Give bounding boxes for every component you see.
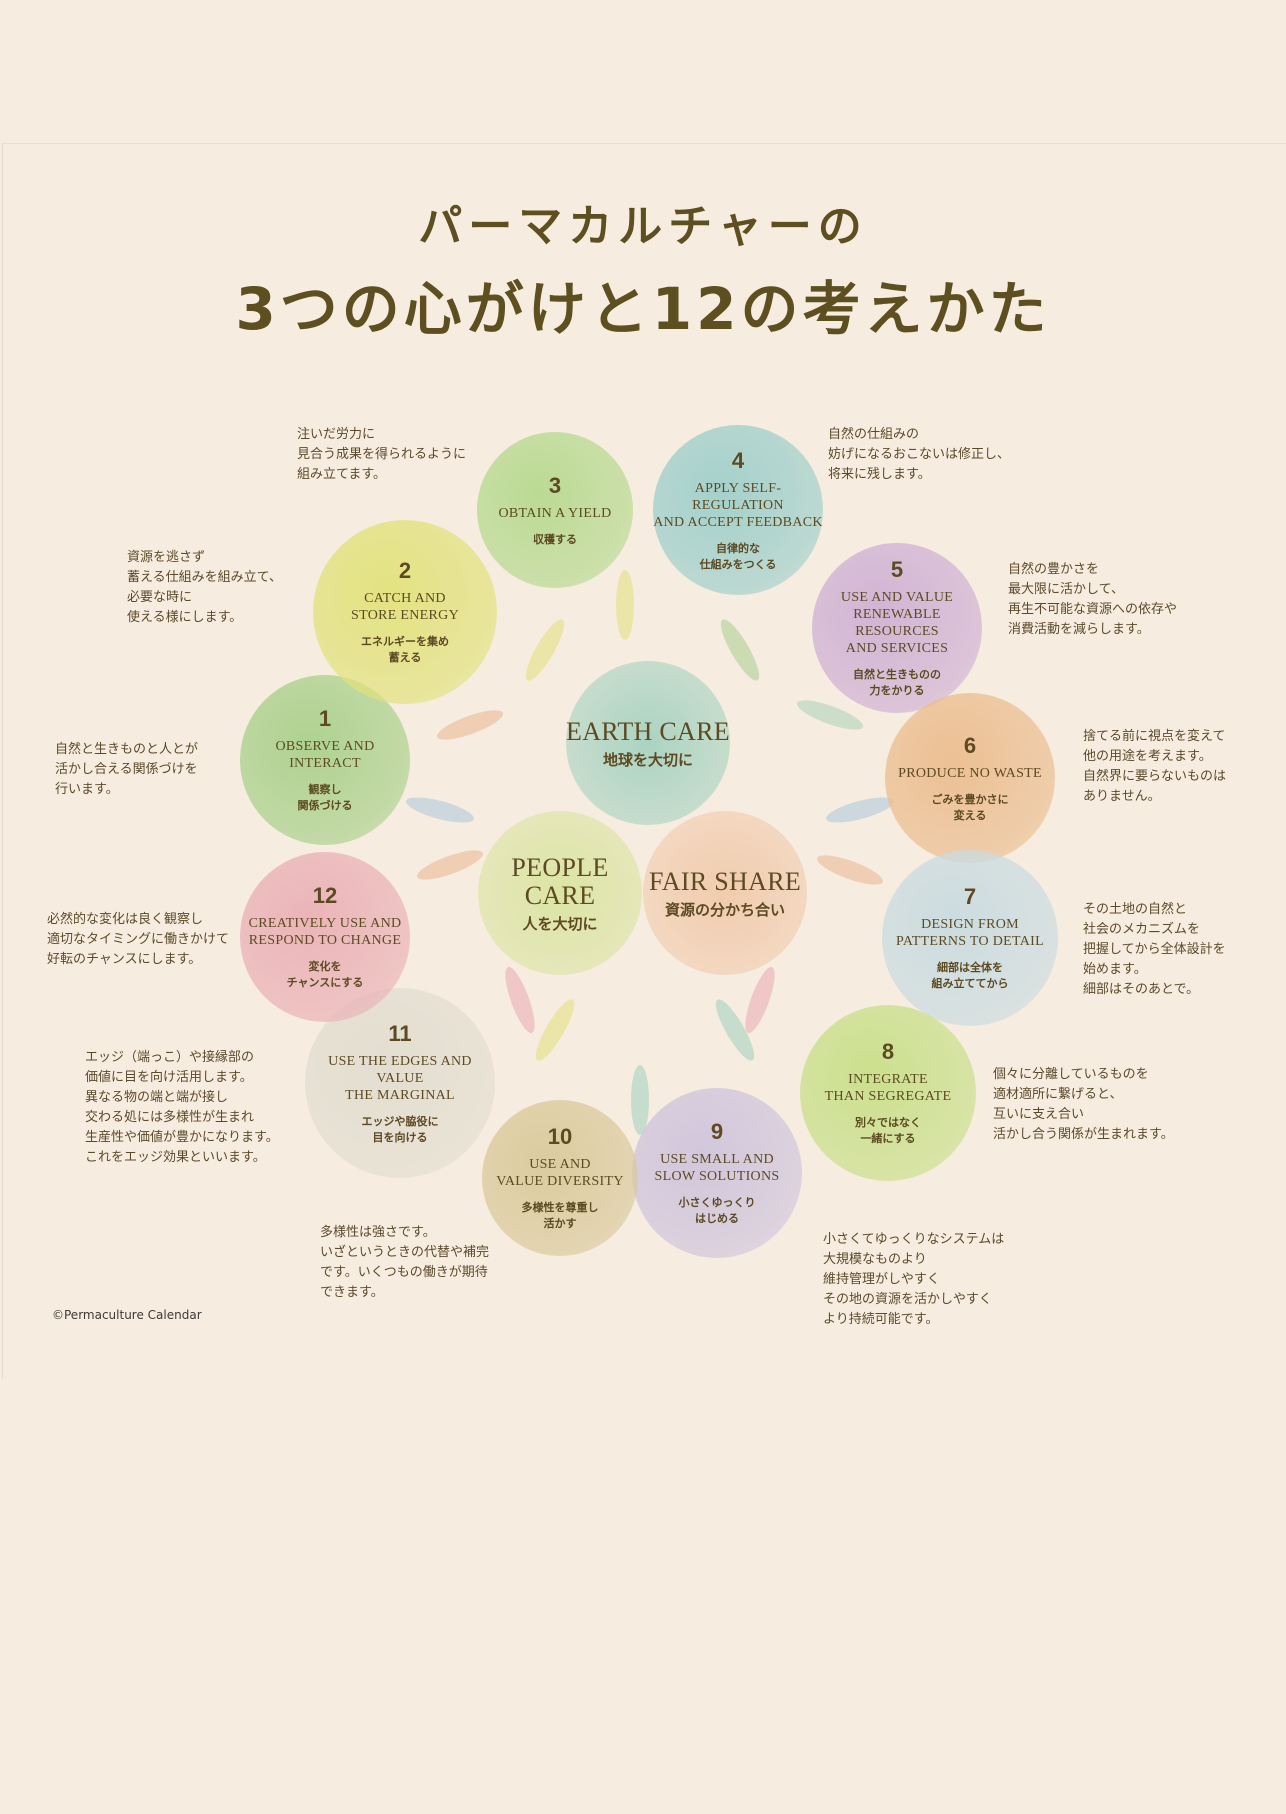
principle-description-5: 自然の豊かさを 最大限に活かして、 再生不可能な資源への依存や 消費活動を減らし… (1008, 562, 1178, 637)
principle-description-6: 捨てる前に視点を変えて 他の用途を考えます。 自然界に要らないものは ありません… (1083, 729, 1227, 804)
principle-3: 3Obtain a yield 収穫する (477, 432, 633, 588)
principle-subtitle: ごみを豊かさに 変える (931, 792, 1009, 822)
ethic-fair: Fair Share 資源の分かち合い (643, 811, 807, 975)
principle-subtitle: 自律的な 仕組みをつくる (699, 541, 777, 571)
principle-title: Produce No Waste (898, 765, 1042, 781)
principle-subtitle: 自然と生きものの 力をかりる (853, 668, 941, 697)
principle-subtitle: エッジや脇役に 目を向ける (361, 1114, 439, 1144)
title-line-1: パーマカルチャーの (418, 201, 868, 252)
principle-7: 7Design From Patterns to Detail 細部は全体を 組み… (882, 850, 1058, 1026)
principle-title: Use and Value Diversity (496, 1157, 624, 1189)
principle-description-10: 多様性は強さです。 いざというときの代替や補完 です。いくつもの働きが期待 でき… (320, 1225, 490, 1300)
principle-number: 9 (710, 1119, 724, 1144)
principle-number: 8 (881, 1039, 895, 1064)
principle-title: Catch and Store Energy (351, 591, 459, 623)
principle-subtitle: 変化を チャンスにする (286, 960, 364, 989)
principle-title: Integrate Than Segregate (824, 1072, 952, 1104)
poster-frame (2, 143, 1286, 1379)
principle-description-11: エッジ（端っこ）や接縁部の 価値に目を向け活用します。 異なる物の端と端が接し … (85, 1050, 279, 1165)
principle-title: Use and Value Renewable Resources and Se… (840, 590, 954, 656)
ethic-earth: Earth Care 地球を大切に (566, 661, 730, 825)
principle-number: 5 (890, 557, 904, 582)
principle-subtitle: 多様性を尊重し 活かす (521, 1201, 599, 1230)
principle-10: 10Use and Value Diversity 多様性を尊重し 活かす (482, 1100, 638, 1256)
principle-8: 8Integrate Than Segregate 別々ではなく 一緒にする (800, 1005, 976, 1181)
principle-description-2: 資源を逃さず 蓄える仕組みを組み立て、 必要な時に 使える様にします。 (127, 550, 282, 625)
principle-number: 1 (318, 706, 332, 731)
principle-4: 4Apply Self-Regulation and Accept Feedba… (653, 425, 823, 595)
principle-9: 9Use Small and Slow Solutions 小さくゆっくり はじめ… (632, 1088, 802, 1258)
ethic-subtitle: 人を大切に (522, 915, 598, 933)
principle-description-4: 自然の仕組みの 妨げになるおこないは修正し、 将来に残します。 (828, 427, 1011, 482)
principle-description-1: 自然と生きものと人とが 活かし合える関係づけを 行います。 (55, 742, 199, 797)
principle-title: Use Small and Slow Solutions (654, 1152, 780, 1184)
principle-12: 12Creatively Use and Respond to Change 変化… (240, 852, 410, 1022)
principle-title: Design From Patterns to Detail (896, 917, 1044, 949)
principle-title: Obtain a yield (498, 505, 612, 521)
principle-number: 7 (963, 884, 977, 909)
ethic-people: People Care 人を大切に (478, 811, 642, 975)
principle-description-7: その土地の自然と 社会のメカニズムを 把握してから全体設計を 始めます。 細部は… (1083, 902, 1226, 997)
principle-5: 5Use and Value Renewable Resources and S… (812, 543, 982, 713)
principle-title: Creatively Use and Respond to Change (248, 916, 402, 948)
principle-subtitle: エネルギーを集め 蓄える (361, 635, 449, 664)
principle-number: 2 (398, 558, 412, 583)
principle-2: 2Catch and Store Energy エネルギーを集め 蓄える (313, 520, 497, 704)
principle-title: Observe and Interact (275, 739, 375, 771)
principle-subtitle: 収穫する (533, 532, 577, 546)
principle-number: 12 (312, 883, 338, 908)
principle-6: 6Produce No Waste ごみを豊かさに 変える (885, 693, 1055, 863)
principle-subtitle: 細部は全体を 組み立ててから (931, 961, 1009, 990)
principle-description-3: 注いだ労力に 見合う成果を得られるように 組み立てます。 (297, 427, 467, 482)
principle-number: 3 (548, 472, 562, 498)
copyright: ©Permaculture Calendar (52, 1308, 202, 1322)
principle-title: Use the Edges and Value the Marginal (328, 1053, 472, 1103)
principle-description-8: 個々に分離しているものを 適材適所に繋げると、 互いに支え合い 活かし合う関係が… (993, 1067, 1174, 1142)
ethic-subtitle: 地球を大切に (602, 751, 693, 769)
principle-description-12: 必然的な変化は良く観察し 適切なタイミングに働きかけて 好転のチャンスにします。 (47, 912, 230, 967)
title-line-2: 3つの心がけと12の考えかた (235, 275, 1051, 343)
principle-subtitle: 別々ではなく 一緒にする (855, 1116, 921, 1145)
leaf-decoration (616, 570, 634, 640)
principle-1: 1Observe and Interact 観察し 関係づける (240, 675, 410, 845)
ethic-title: People Care (511, 853, 609, 910)
principle-number: 11 (388, 1020, 412, 1046)
ethic-title: Earth Care (566, 717, 730, 746)
principle-title: Apply Self-Regulation and Accept Feedbac… (653, 480, 823, 530)
principle-number: 4 (731, 447, 745, 473)
principle-description-9: 小さくてゆっくりなシステムは 大規模なものより 維持管理がしやすく その地の資源… (823, 1232, 1005, 1327)
principle-subtitle: 観察し 関係づける (297, 783, 353, 812)
principle-number: 10 (547, 1124, 573, 1149)
ethic-title: Fair Share (648, 867, 802, 896)
principle-subtitle: 小さくゆっくり はじめる (678, 1196, 756, 1225)
ethic-subtitle: 資源の分かち合い (664, 901, 785, 919)
principle-number: 6 (963, 732, 977, 758)
